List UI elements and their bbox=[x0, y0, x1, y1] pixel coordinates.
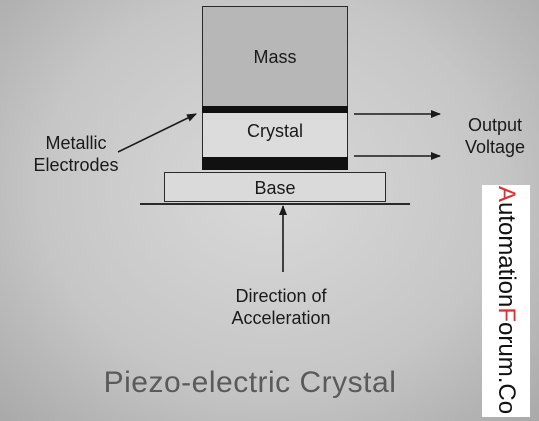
watermark-text-1: utomation bbox=[493, 201, 520, 308]
acceleration-label-line1: Direction of bbox=[235, 286, 327, 306]
crystal-block bbox=[202, 110, 348, 160]
ground-line bbox=[140, 203, 410, 205]
base-block bbox=[164, 172, 386, 202]
output-label-line2: Voltage bbox=[464, 137, 526, 157]
electrodes-label-line1: Metallic bbox=[45, 133, 107, 153]
electrode-pointer-arrow bbox=[117, 113, 197, 153]
bottom-electrode bbox=[202, 157, 348, 170]
electrodes-label-line2: Electrodes bbox=[33, 155, 119, 175]
mass-block bbox=[202, 6, 348, 109]
output-label-line1: Output bbox=[467, 115, 523, 135]
watermark-panel bbox=[482, 185, 530, 417]
watermark-letter-a: A bbox=[493, 185, 520, 202]
watermark-letter-f: F bbox=[493, 307, 520, 323]
watermark-text-2: orum.Co bbox=[493, 322, 520, 415]
crystal-label: Crystal bbox=[246, 121, 303, 141]
electrodes-label: Metallic Electrodes bbox=[22, 132, 130, 176]
acceleration-label: Direction of Acceleration bbox=[206, 285, 356, 329]
output-voltage-label: Output Voltage bbox=[452, 114, 538, 158]
mass-label: Mass bbox=[253, 47, 297, 67]
diagram-caption: Piezo-electric Crystal bbox=[103, 366, 397, 399]
base-label: Base bbox=[254, 178, 296, 198]
watermark-logo: AutomationForum.Co bbox=[492, 186, 520, 414]
top-electrode bbox=[202, 106, 348, 113]
acceleration-label-line2: Acceleration bbox=[231, 308, 331, 328]
